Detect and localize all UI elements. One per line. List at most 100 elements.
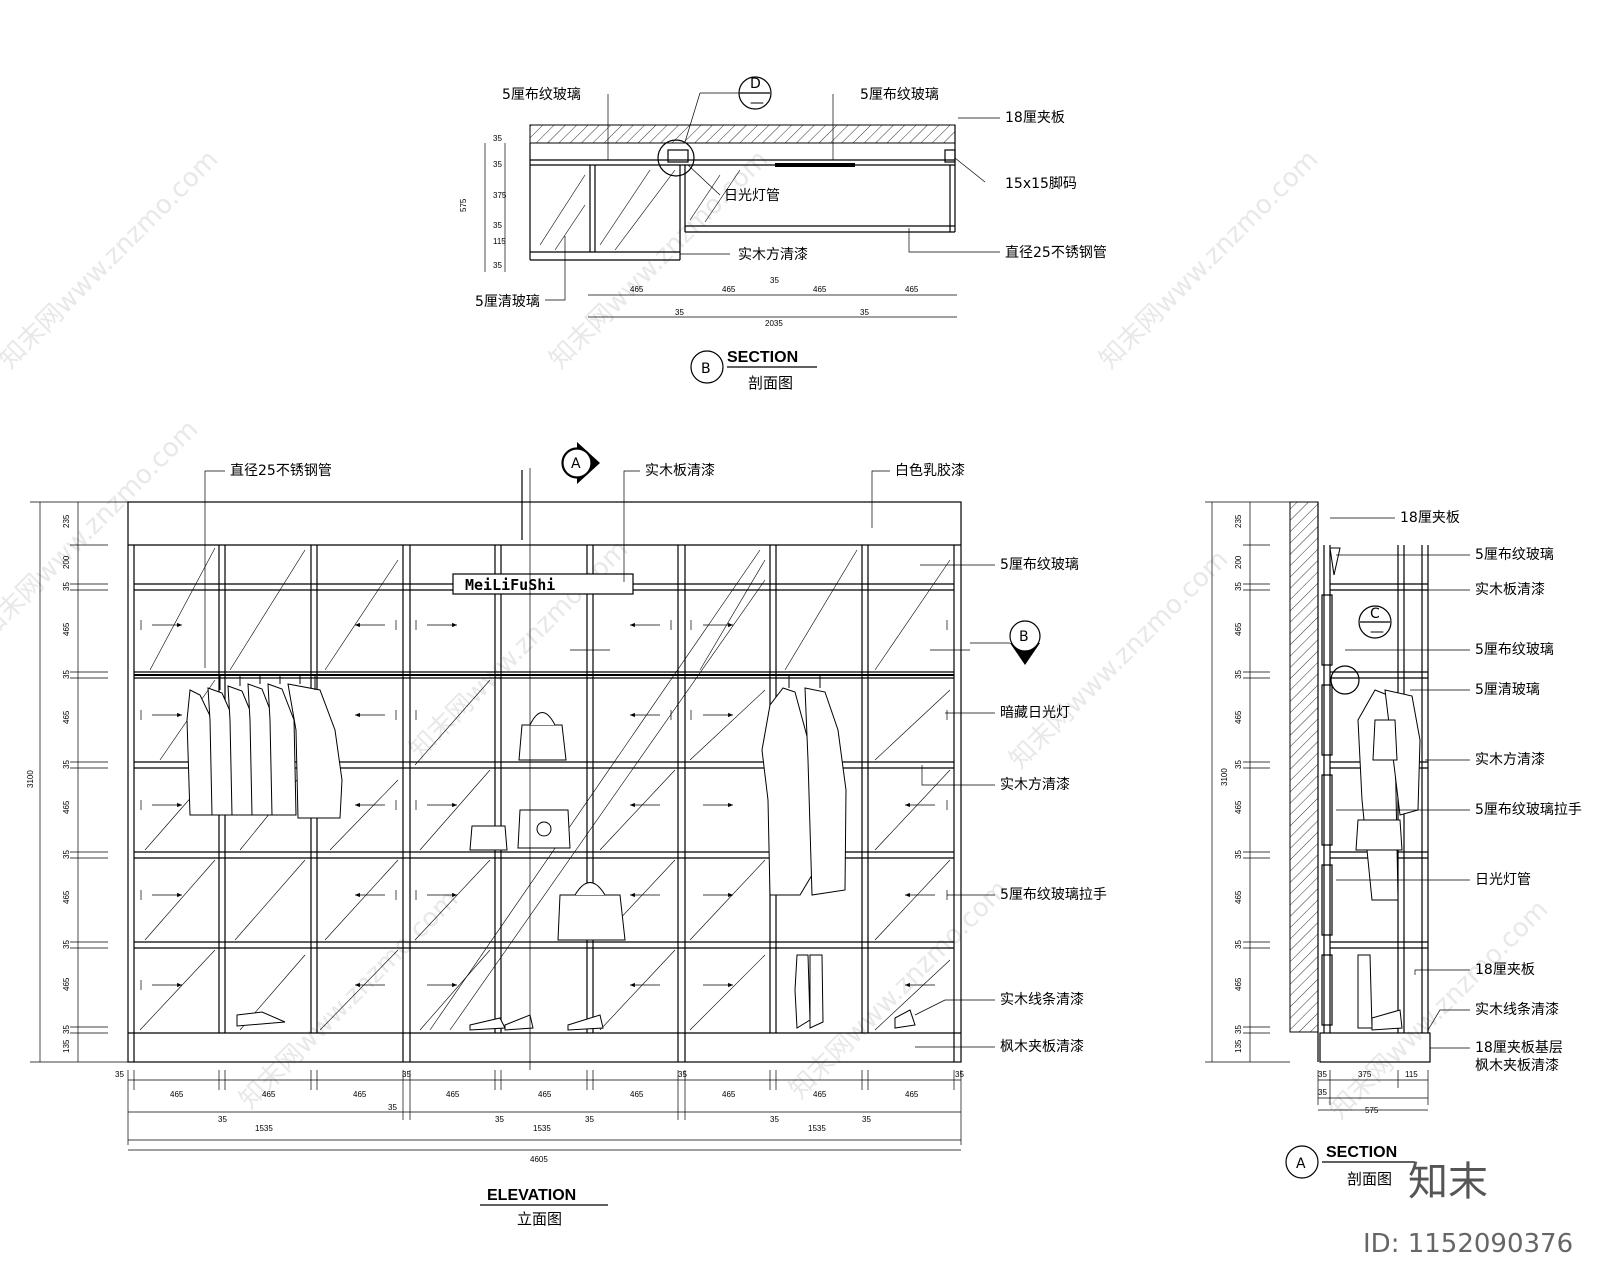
section-a-label: 5厘布纹玻璃	[1475, 546, 1554, 563]
dim: 465	[62, 890, 71, 904]
section-a-label: 18厘夹板	[1475, 962, 1535, 978]
dim: 35	[62, 760, 71, 769]
section-mark-b-label: B	[1019, 629, 1029, 645]
elevation-title: ELEVATION	[487, 1187, 576, 1204]
dim: 35	[1318, 1070, 1327, 1079]
dim: 200	[62, 555, 71, 569]
dim: 115	[493, 237, 506, 246]
callout-c-sub: —	[1370, 624, 1384, 640]
dim: 35	[62, 940, 71, 949]
dim: 465	[1234, 622, 1243, 636]
dim: 35	[62, 850, 71, 859]
elevation-label: 直径25不锈钢管	[230, 462, 332, 479]
dim: 465	[62, 977, 71, 991]
dim: 3100	[1220, 768, 1229, 786]
boots	[794, 954, 824, 1029]
dim: 1535	[255, 1124, 273, 1133]
dim: 135	[62, 1039, 71, 1053]
hanging-coats-right	[761, 676, 847, 896]
dim: 35	[493, 134, 502, 143]
dim: 35	[62, 582, 71, 591]
section-b-drawing: D — 35 35 375 35 115 35 575 465 465 465 …	[459, 76, 1107, 392]
dim: 35	[115, 1070, 124, 1079]
ceiling-hatch	[529, 124, 956, 144]
dim: 465	[1234, 890, 1243, 904]
dim: 575	[459, 198, 468, 212]
glass-hatch	[139, 547, 951, 1031]
dim: 465	[813, 285, 827, 294]
elevation-drawing: MeiLiFuShi	[26, 442, 1107, 1228]
dim: 35	[1234, 850, 1243, 859]
elevation-label: 暗藏日光灯	[1000, 705, 1070, 721]
dim: 200	[1234, 555, 1243, 569]
dim: 35	[493, 261, 502, 270]
dim: 35	[493, 221, 502, 230]
dim: 35	[1234, 940, 1243, 949]
wall-hatch	[1289, 501, 1319, 1033]
dim: 465	[630, 285, 644, 294]
dim: 35	[585, 1115, 594, 1124]
section-mark-a-label: A	[571, 456, 581, 472]
section-b-subtitle: 剖面图	[748, 374, 793, 392]
section-a-label: 5厘清玻璃	[1475, 681, 1540, 698]
elevation-label: 枫木夹板清漆	[1000, 1039, 1084, 1055]
shoes	[236, 1009, 916, 1031]
dim: 465	[630, 1090, 644, 1099]
section-a-label: 实木线条清漆	[1475, 1001, 1559, 1018]
dim: 465	[813, 1090, 827, 1099]
elevation-label: 实木线条清漆	[1000, 991, 1084, 1008]
section-a-tag: A	[1296, 1156, 1306, 1172]
dim: 35	[388, 1103, 397, 1112]
dim: 575	[1365, 1106, 1379, 1115]
section-b-label: 5厘布纹玻璃	[502, 86, 581, 103]
dim: 465	[722, 1090, 736, 1099]
section-a-label: 5厘布纹玻璃拉手	[1475, 801, 1582, 818]
dim: 35	[678, 1070, 687, 1079]
elevation-label: 5厘布纹玻璃拉手	[1000, 886, 1107, 903]
watermark-layer: 知末网www.znzmo.com 知末网www.znzmo.com 知末网www…	[0, 144, 1554, 1125]
elevation-label: 白色乳胶漆	[895, 462, 965, 479]
watermark-text: 知末网www.znzmo.com	[1094, 144, 1325, 375]
callout-d-sub: —	[750, 95, 764, 111]
watermark-text: 知末网www.znzmo.com	[1004, 544, 1235, 775]
panel-arrows	[152, 622, 970, 988]
dim: 465	[446, 1090, 460, 1099]
dim: 35	[493, 160, 502, 169]
section-b-label: 15x15脚码	[1005, 176, 1077, 192]
dim: 465	[905, 285, 919, 294]
section-a-drawing: C — 18厘夹板 5厘布纹玻璃 实木板清漆 5厘布纹玻璃 5厘清玻璃 实木方清…	[1205, 501, 1582, 1188]
section-b-label: 18厘夹板	[1005, 110, 1065, 126]
section-a-label: 18厘夹板基层	[1475, 1039, 1563, 1056]
dim: 465	[62, 800, 71, 814]
dim: 2035	[765, 319, 783, 328]
dim: 465	[1234, 800, 1243, 814]
dim: 35	[770, 1115, 779, 1124]
dim: 465	[1234, 977, 1243, 991]
section-a-items	[1355, 689, 1421, 1031]
elevation-label: 实木板清漆	[645, 463, 715, 479]
dim: 35	[1234, 760, 1243, 769]
dim: 1535	[808, 1124, 826, 1133]
callout-c-marker	[1358, 605, 1392, 639]
dim: 465	[62, 710, 71, 724]
dim: 3100	[26, 770, 35, 788]
dim: 35	[495, 1115, 504, 1124]
callout-d-letter: D	[750, 76, 761, 92]
dim: 35	[1318, 1088, 1327, 1097]
dim: 235	[1234, 514, 1243, 528]
dim: 465	[905, 1090, 919, 1099]
dim: 35	[1234, 670, 1243, 679]
section-b-label: 5厘布纹玻璃	[860, 86, 939, 103]
dim: 465	[722, 285, 736, 294]
section-b-label: 直径25不锈钢管	[1005, 244, 1107, 261]
dim: 35	[402, 1070, 411, 1079]
section-b-label: 日光灯管	[724, 188, 780, 204]
section-a-label: 枫木夹板清漆	[1475, 1058, 1559, 1074]
section-mark-b	[1009, 620, 1041, 652]
watermark-text: 知末网www.znzmo.com	[0, 144, 224, 375]
dim: 375	[493, 191, 507, 200]
elevation-label: 实木方清漆	[1000, 777, 1070, 793]
dim: 1535	[533, 1124, 551, 1133]
section-a-tag-circle	[1285, 1145, 1319, 1179]
section-a-label: 日光灯管	[1475, 872, 1531, 888]
